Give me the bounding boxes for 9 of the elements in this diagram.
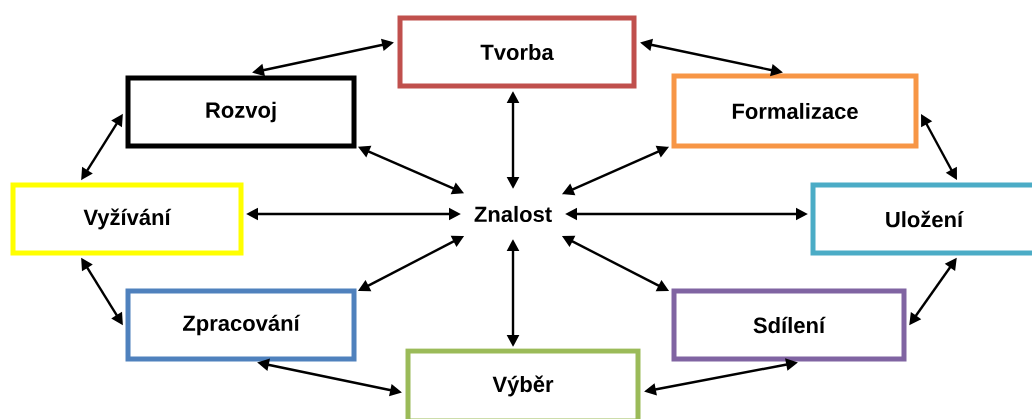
process-box: Vyžívání bbox=[10, 182, 244, 256]
process-box: Sdílení bbox=[671, 288, 907, 362]
process-box: Zpracování bbox=[125, 288, 357, 362]
process-box: Výběr bbox=[405, 348, 641, 419]
process-box: Formalizace bbox=[671, 73, 919, 149]
process-box: Rozvoj bbox=[125, 75, 357, 149]
process-box: Tvorba bbox=[397, 15, 637, 89]
process-box: Uložení bbox=[810, 182, 1032, 256]
center-label: Znalost bbox=[474, 205, 552, 223]
